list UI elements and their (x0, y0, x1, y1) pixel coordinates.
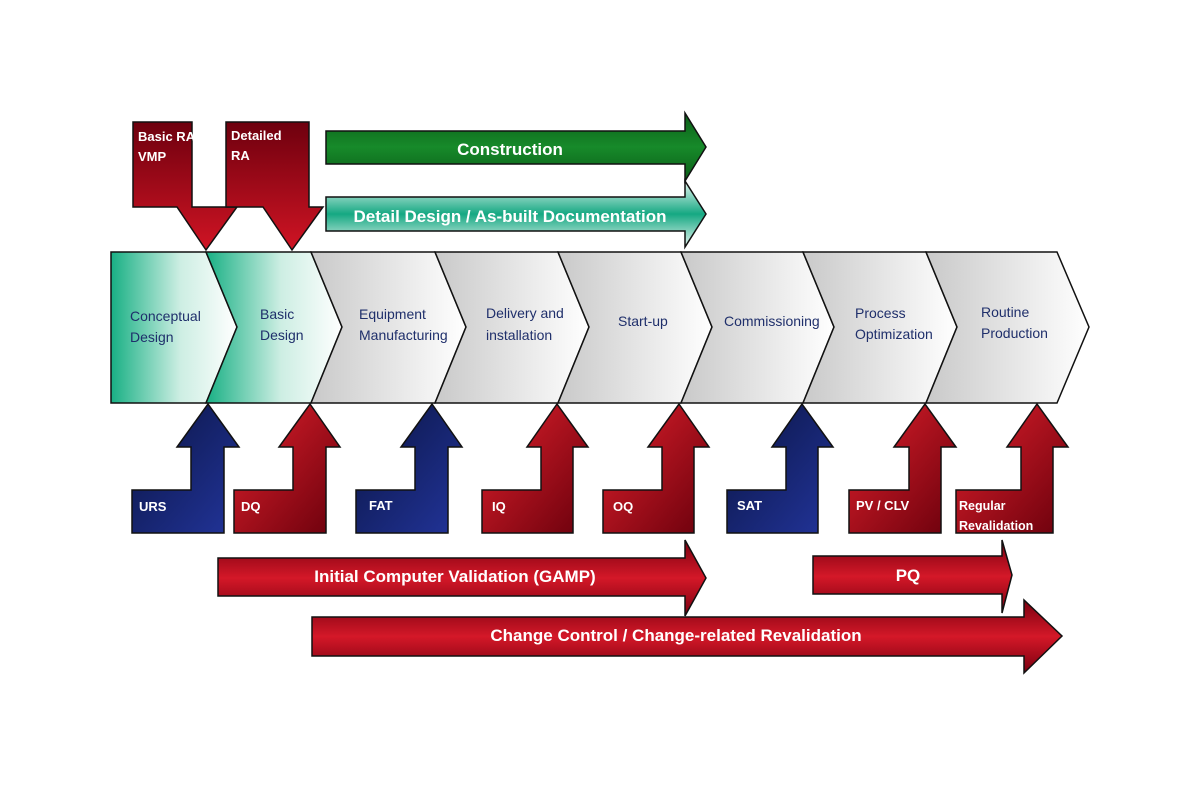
step-label: DQ (241, 499, 261, 514)
construction-label: Construction (457, 140, 563, 159)
step-fat: FAT (355, 402, 464, 534)
step-label: SAT (737, 498, 762, 513)
step-label: FAT (369, 498, 393, 513)
change-control-arrow: Change Control / Change-related Revalida… (311, 598, 1064, 675)
initial-validation-label: Initial Computer Validation (GAMP) (314, 567, 595, 586)
phase-label: Basic Design (260, 306, 304, 343)
basic-ra-callout: Basic RA / VMP (132, 121, 239, 252)
phase-label: Routine Production (981, 304, 1048, 341)
step-urs: URS (131, 402, 241, 534)
step-dq: DQ (233, 402, 342, 534)
phase-routine-production: Routine Production (924, 251, 1090, 404)
detailed-ra-label: Detailed RA (231, 128, 285, 163)
step-sat: SAT (726, 402, 835, 534)
initial-validation-arrow: Initial Computer Validation (GAMP) (217, 539, 707, 617)
phase-label: Conceptual Design (130, 308, 205, 345)
change-control-label: Change Control / Change-related Revalida… (490, 626, 861, 645)
phase-label: Start-up (618, 313, 668, 329)
phase-conceptual-design: Conceptual Design (110, 251, 238, 404)
phase-label: Equipment Manufacturing (359, 306, 448, 343)
detail-design-arrow: Detail Design / As-built Documentation (325, 178, 707, 250)
phase-start-up: Start-up (556, 251, 713, 404)
detail-design-label: Detail Design / As-built Documentation (354, 207, 667, 226)
step-pv-clv: PV / CLV (848, 402, 958, 534)
phase-basic-design: Basic Design (204, 251, 343, 404)
pq-arrow: PQ (812, 539, 1013, 614)
basic-ra-label: Basic RA / VMP (138, 129, 205, 164)
step-label: URS (139, 499, 167, 514)
phase-chevrons: Conceptual Design Basic Design Equipment… (110, 251, 1090, 404)
detailed-ra-callout: Detailed RA (225, 121, 325, 252)
qualification-steps: URS DQ FAT IQ OQ SAT PV / CLV (131, 402, 1070, 534)
phase-equipment-manufacturing: Equipment Manufacturing (309, 251, 467, 404)
phase-label: Delivery and installation (486, 305, 568, 343)
step-label: IQ (492, 499, 506, 514)
step-iq: IQ (481, 402, 590, 534)
phase-delivery-installation: Delivery and installation (433, 251, 590, 404)
step-label: OQ (613, 499, 633, 514)
phase-label: Process Optimization (855, 305, 933, 342)
step-label: Regular Revalidation (959, 499, 1033, 533)
step-label: PV / CLV (856, 498, 910, 513)
step-oq: OQ (602, 402, 711, 534)
construction-arrow: Construction (325, 110, 707, 184)
step-regular-revalidation: Regular Revalidation (955, 402, 1070, 534)
pq-label: PQ (896, 566, 921, 585)
phase-label: Commissioning (724, 313, 820, 329)
